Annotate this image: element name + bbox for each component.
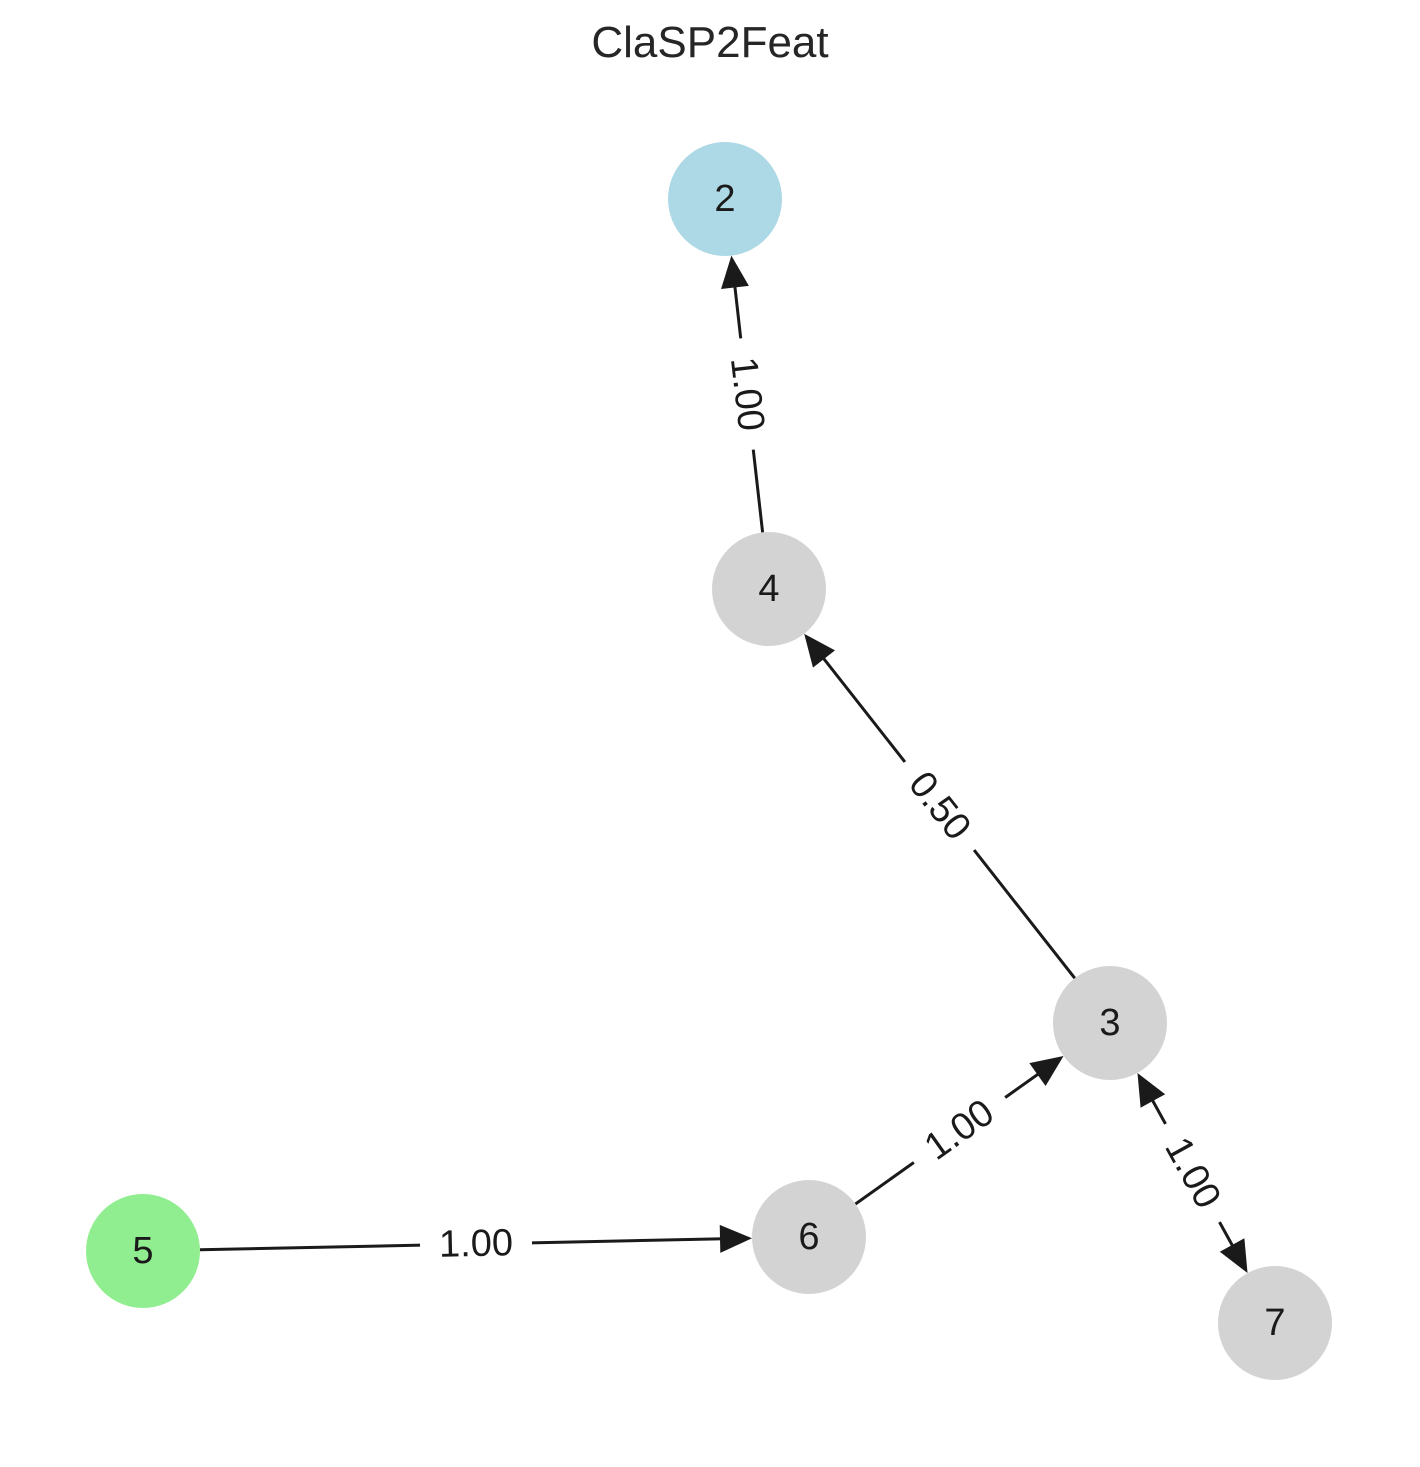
edge-label-group: 1.00 xyxy=(899,1077,1020,1183)
edge-label-background xyxy=(715,335,779,453)
edge-6-3: 1.00 xyxy=(854,1056,1064,1206)
edge-label: 1.00 xyxy=(439,1222,514,1266)
edge-3-4: 0.50 xyxy=(804,633,1076,980)
node-label: 5 xyxy=(132,1230,153,1272)
edge-label-background xyxy=(419,1217,533,1271)
edge-5-6: 1.00 xyxy=(199,1217,753,1271)
node-7: 7 xyxy=(1218,1266,1332,1380)
node-circle xyxy=(86,1194,200,1308)
node-circle xyxy=(712,532,826,646)
node-circle xyxy=(1053,966,1167,1080)
edge-label-background xyxy=(1143,1111,1242,1235)
node-label: 4 xyxy=(758,568,779,610)
edge-label-group: 1.00 xyxy=(419,1217,533,1271)
node-label: 6 xyxy=(798,1216,819,1258)
node-2: 2 xyxy=(668,142,782,256)
node-label: 3 xyxy=(1099,1002,1120,1044)
edge-label-group: 1.00 xyxy=(1143,1111,1242,1235)
node-circle xyxy=(1218,1266,1332,1380)
nodes-layer: 2 4 3 5 6 7 xyxy=(86,142,1332,1380)
edge-arrowhead xyxy=(804,633,835,668)
edge-label-background xyxy=(885,746,994,866)
edge-label-group: 0.50 xyxy=(885,746,994,866)
edge-4-2: 1.00 xyxy=(715,255,779,533)
edge-arrowhead xyxy=(721,255,749,290)
diagram-title: ClaSP2Feat xyxy=(591,18,829,67)
node-5: 5 xyxy=(86,1194,200,1308)
edge-label-background xyxy=(899,1077,1020,1183)
edge-arrowhead xyxy=(1029,1056,1064,1086)
node-circle xyxy=(668,142,782,256)
edge-label: 1.00 xyxy=(722,355,772,433)
node-3: 3 xyxy=(1053,966,1167,1080)
edge-arrowhead-reverse xyxy=(1137,1072,1166,1108)
node-label: 2 xyxy=(714,178,735,220)
node-4: 4 xyxy=(712,532,826,646)
node-label: 7 xyxy=(1264,1302,1285,1344)
edge-arrowhead xyxy=(719,1224,753,1253)
edge-label-group: 1.00 xyxy=(715,335,779,453)
node-6: 6 xyxy=(752,1180,866,1294)
edges-layer: 1.00 0.50 1.00 1.00 1.00 xyxy=(199,255,1248,1274)
edge-arrowhead xyxy=(1219,1238,1248,1274)
node-circle xyxy=(752,1180,866,1294)
edge-3-7: 1.00 xyxy=(1137,1072,1248,1274)
